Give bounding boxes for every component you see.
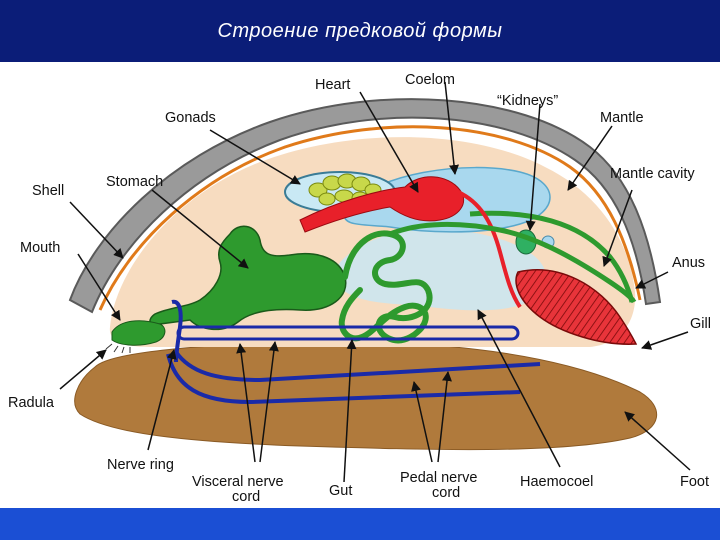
label-nerve-ring: Nerve ring [107, 457, 174, 473]
arrow-visceral-2 [259, 341, 279, 463]
haemocoel-region [330, 229, 547, 311]
arrow-haemocoel [477, 309, 561, 468]
arrow-mantle-cavity [602, 189, 633, 267]
footer-bar [0, 508, 720, 540]
arrow-mantle [567, 125, 613, 191]
label-visceral-nerve: Visceral nerve [192, 474, 284, 490]
nerve-system [166, 299, 541, 405]
label-kidneys: “Kidneys” [497, 93, 558, 109]
label-anus: Anus [672, 255, 705, 271]
arrow-mouth [77, 253, 121, 321]
label-stomach: Stomach [106, 174, 163, 190]
label-gill: Gill [690, 316, 711, 332]
arrow-nerve-ring [147, 349, 177, 451]
diagram-svg: Heart Coelom “Kidneys” Gonads Mantle Sto… [8, 72, 711, 505]
arrow-gill [641, 331, 689, 350]
arrow-shell [69, 201, 124, 259]
heart-vessel [457, 190, 522, 309]
mantle-line [98, 125, 642, 311]
mollusc-diagram: Heart Coelom “Kidneys” Gonads Mantle Sto… [0, 62, 720, 508]
radula-teeth [105, 343, 131, 354]
label-coelom: Coelom [405, 72, 455, 88]
arrow-pedal-2 [437, 371, 452, 463]
pedal-nerve-lower [166, 353, 521, 405]
label-visceral-nerve-cord: cord [232, 489, 260, 505]
arrow-stomach [151, 189, 249, 269]
arrow-visceral-1 [236, 343, 256, 463]
arrow-anus [635, 271, 669, 289]
label-arrows [59, 81, 691, 483]
slide-title: Строение предковой формы [217, 19, 503, 42]
label-mantle-cavity: Mantle cavity [610, 166, 695, 182]
arrow-radula [59, 349, 107, 390]
label-pedal-nerve: Pedal nerve [400, 470, 477, 486]
heart-shape [299, 176, 465, 233]
label-radula: Radula [8, 395, 55, 411]
mantle-cavity-line [469, 210, 635, 303]
gill-shape [515, 269, 638, 345]
intestine-coil [338, 230, 433, 344]
arrow-heart [359, 91, 419, 193]
gonad-lobes [308, 173, 382, 206]
arrow-gonads [209, 129, 301, 185]
shell-shape [68, 98, 662, 314]
arrow-foot [624, 411, 691, 471]
label-mouth: Mouth [20, 240, 60, 256]
intestine-to-anus [389, 221, 637, 304]
stomach-shape [149, 225, 347, 331]
label-shell: Shell [32, 183, 64, 199]
title-bar: Строение предковой формы [0, 0, 720, 62]
label-pedal-nerve-cord: cord [432, 485, 460, 501]
arrow-pedal-1 [411, 381, 433, 463]
label-mantle: Mantle [600, 110, 644, 126]
label-foot: Foot [680, 474, 709, 490]
mouth-shape [111, 320, 166, 346]
pedal-nerve-upper [174, 350, 541, 383]
label-haemocoel: Haemocoel [520, 474, 593, 490]
arrow-coelom [444, 81, 459, 175]
arrow-gut [343, 339, 357, 483]
arrow-kidneys [525, 103, 541, 231]
label-heart: Heart [315, 77, 350, 93]
label-gut: Gut [329, 483, 352, 499]
label-gonads: Gonads [165, 110, 216, 126]
